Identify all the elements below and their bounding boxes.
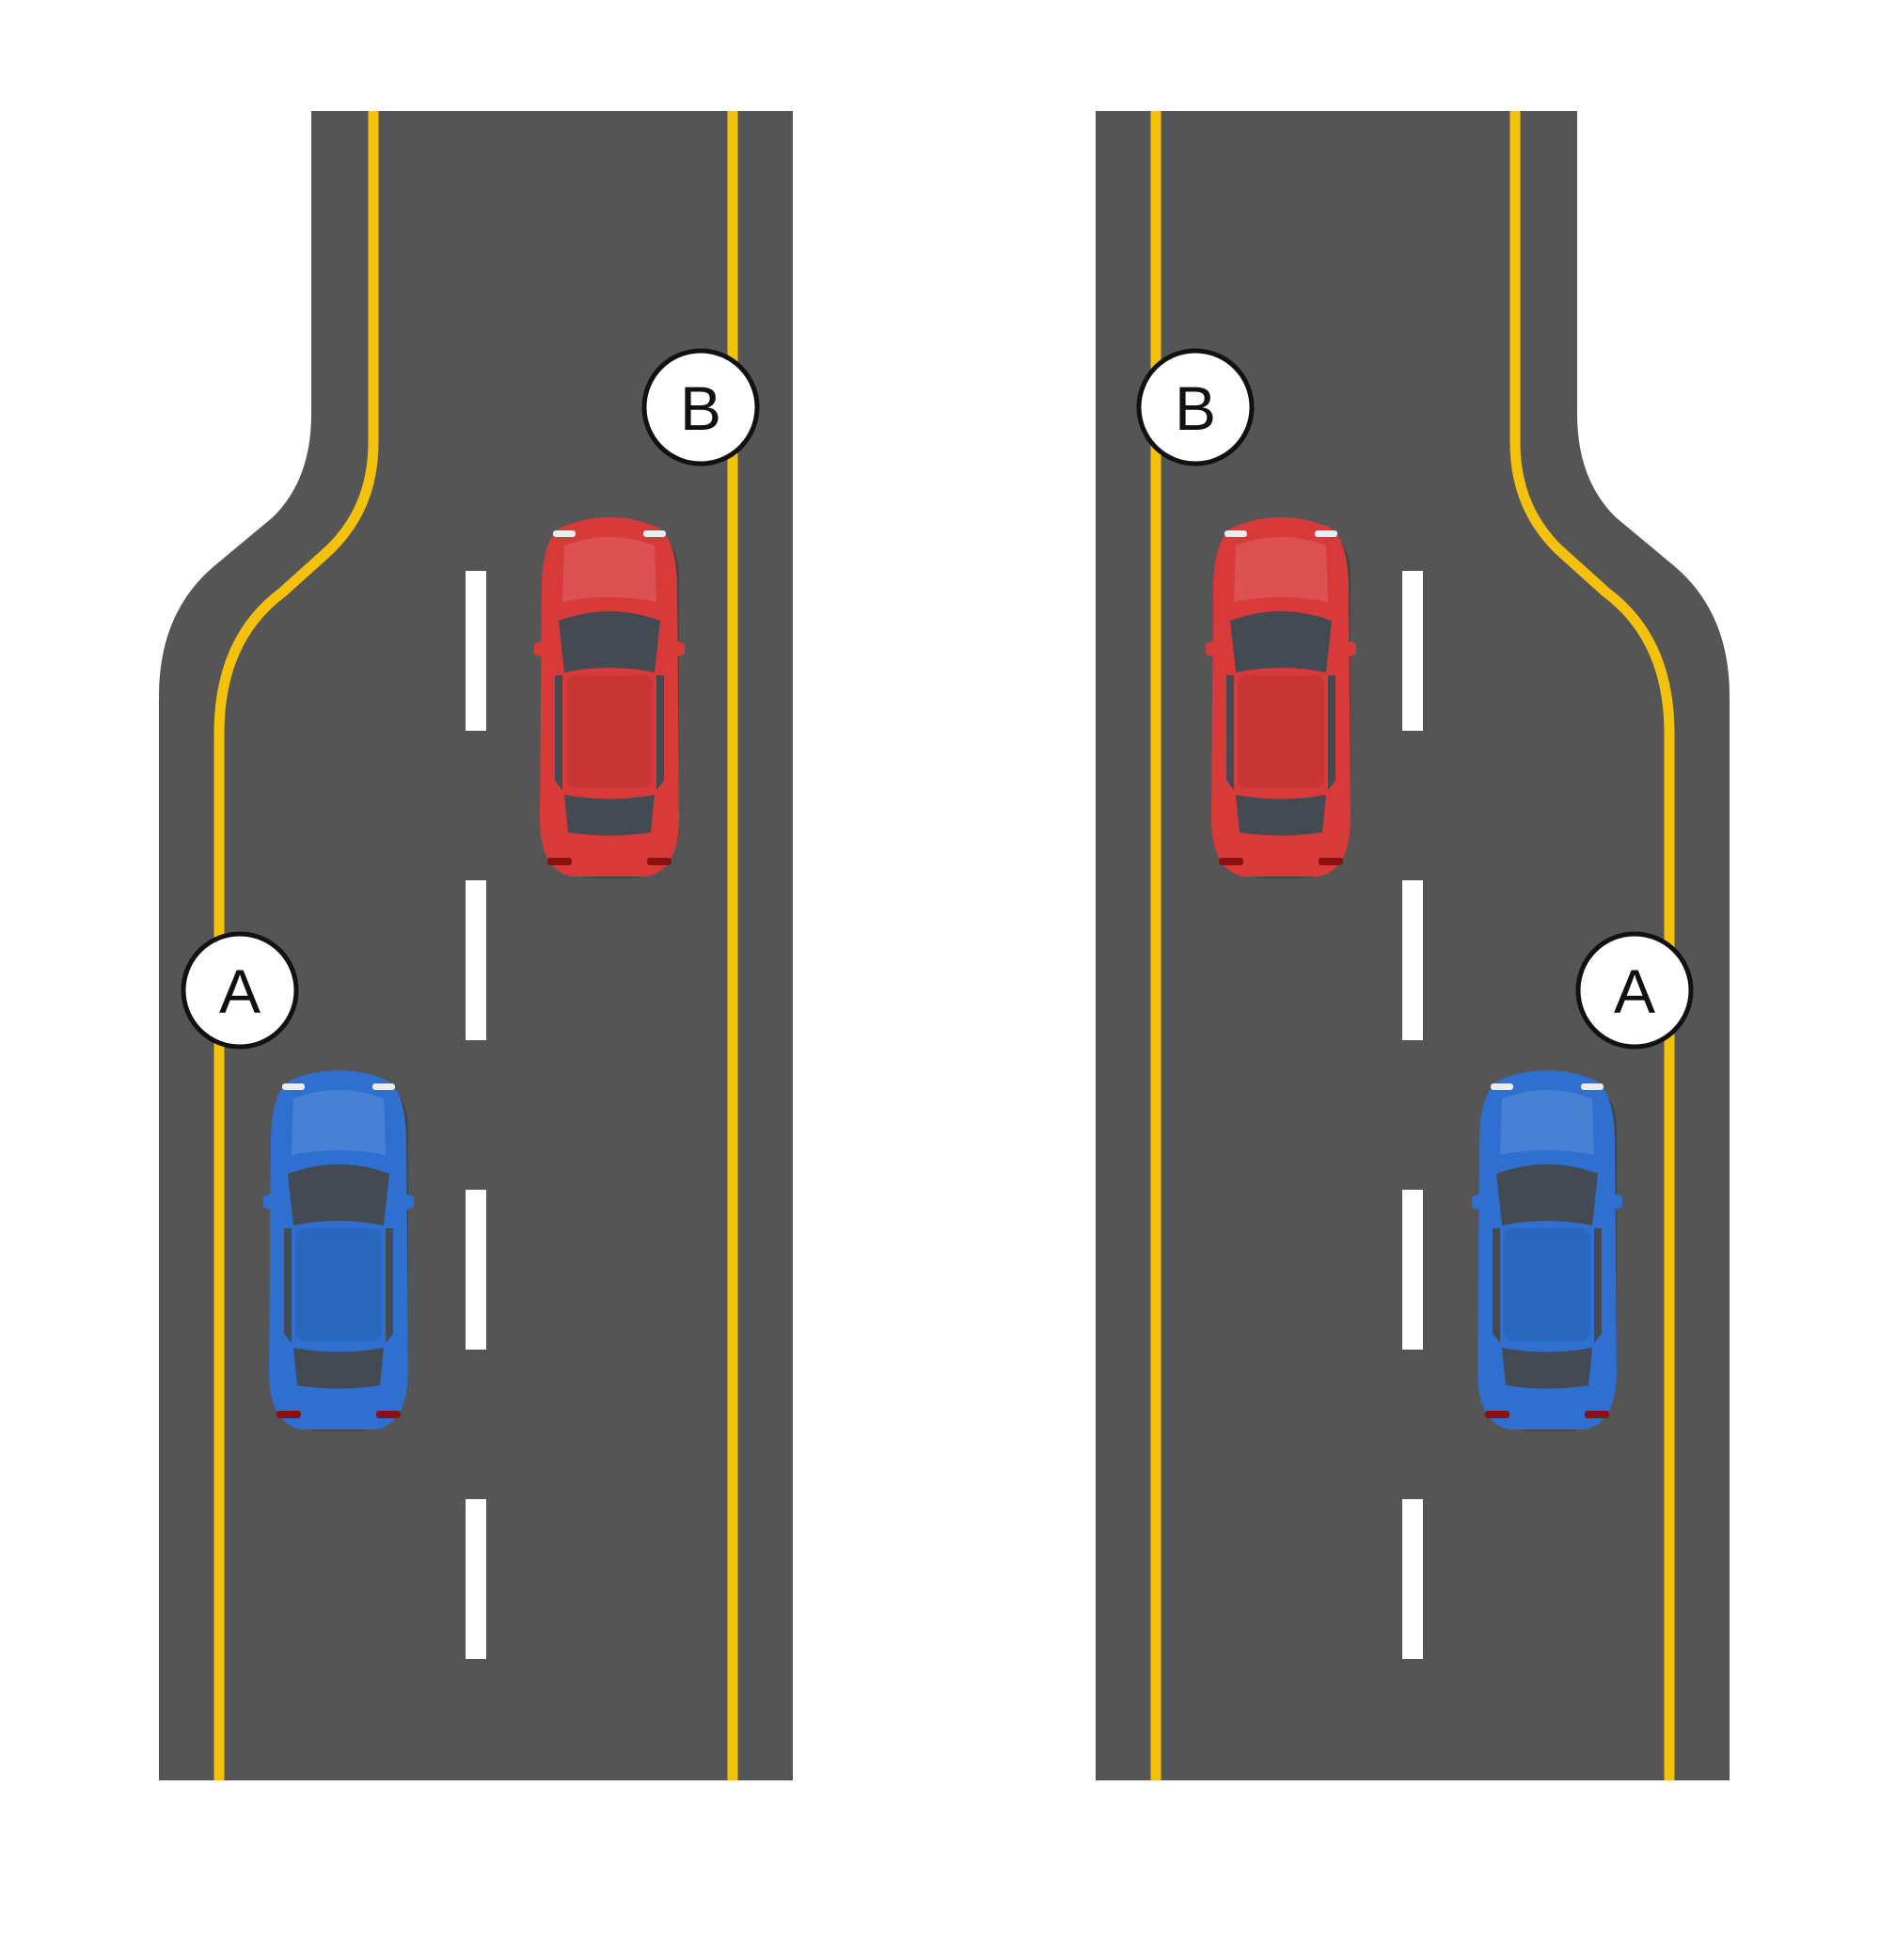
left-label-a: A bbox=[181, 931, 299, 1050]
right-car-a-body bbox=[1472, 1070, 1622, 1431]
left-car-a-body bbox=[263, 1070, 414, 1431]
svg-text:B: B bbox=[680, 373, 721, 443]
right-car-b-body bbox=[1206, 517, 1356, 878]
left-car-b bbox=[534, 517, 685, 878]
svg-text:A: A bbox=[1614, 956, 1655, 1026]
right-lane-dash-4 bbox=[1402, 1499, 1423, 1659]
left-panel: B A bbox=[159, 111, 793, 1780]
svg-text:A: A bbox=[219, 956, 261, 1026]
right-car-b bbox=[1206, 517, 1356, 878]
left-car-b-body bbox=[534, 517, 685, 878]
right-lane-dash-2 bbox=[1402, 880, 1423, 1040]
left-road-left-edge-line bbox=[213, 111, 379, 1780]
svg-text:B: B bbox=[1175, 373, 1216, 443]
left-lane-dash-4 bbox=[466, 1499, 486, 1659]
right-lane-dash-3 bbox=[1402, 1190, 1423, 1350]
right-label-a: A bbox=[1575, 931, 1694, 1050]
right-panel: B A bbox=[1096, 111, 1730, 1780]
right-car-a bbox=[1472, 1070, 1622, 1431]
right-lane-dash-1 bbox=[1402, 571, 1423, 731]
left-car-a bbox=[263, 1070, 414, 1431]
right-label-b: B bbox=[1136, 348, 1255, 466]
left-lane-dash-3 bbox=[466, 1190, 486, 1350]
left-label-b: B bbox=[641, 348, 760, 466]
right-lane-dashes bbox=[1402, 571, 1423, 1659]
left-lane-dash-1 bbox=[466, 571, 486, 731]
left-lane-dashes bbox=[466, 571, 486, 1659]
left-lane-dash-2 bbox=[466, 880, 486, 1040]
right-road-right-edge-line bbox=[1509, 111, 1675, 1780]
